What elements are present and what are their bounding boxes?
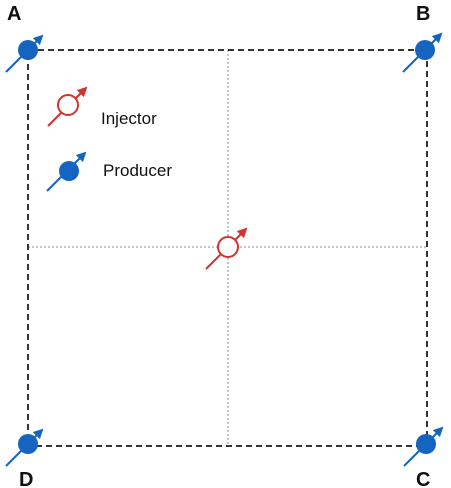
- legend-producer-label: Producer: [103, 161, 172, 180]
- producer-well-d-icon: [5, 428, 44, 467]
- corner-label-a: A: [7, 3, 21, 25]
- corner-label-c: C: [416, 469, 430, 488]
- producer-well-b-icon: [402, 32, 443, 73]
- legend-injector-label: Injector: [101, 109, 157, 128]
- producer-well-a-icon: [5, 34, 44, 73]
- pattern-boundary: [27, 49, 428, 447]
- legend-producer-icon: [46, 151, 87, 192]
- injector-well-center-icon: [205, 227, 248, 270]
- corner-label-d: D: [19, 469, 33, 488]
- producer-well-c-icon: [403, 426, 444, 467]
- corner-label-b: B: [416, 3, 430, 25]
- legend-injector-icon: [47, 86, 88, 127]
